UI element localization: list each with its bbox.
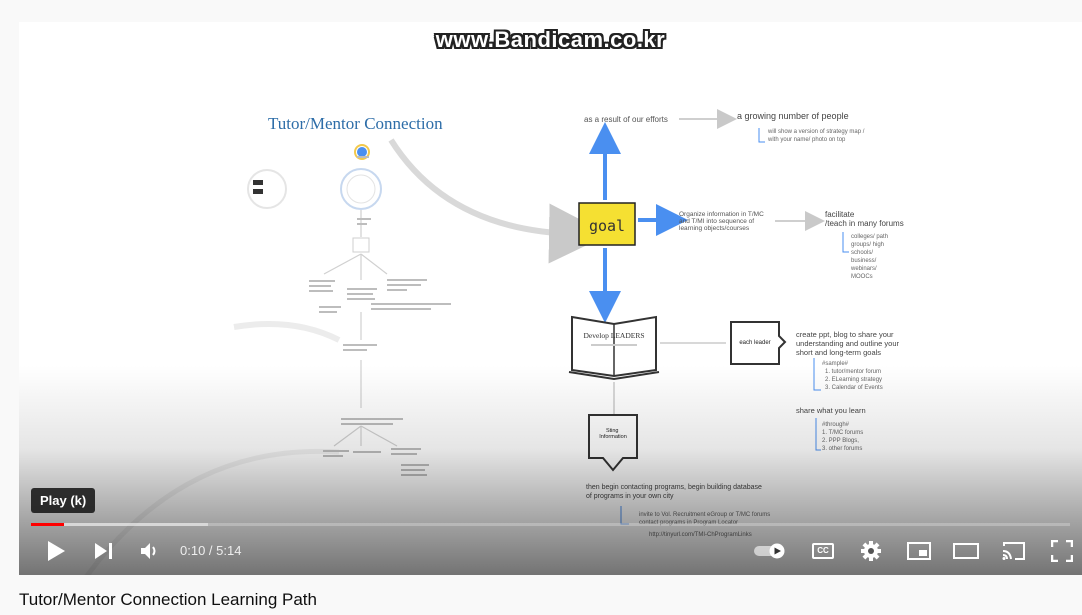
bandicam-watermark: www.Bandicam.co.kr	[435, 27, 666, 52]
fullscreen-icon	[1051, 540, 1073, 562]
top-result: a growing number of people	[737, 111, 849, 121]
miniplayer-button[interactable]	[901, 531, 937, 571]
skip-next-icon	[95, 543, 112, 559]
leader-list: #sample# 1. tutor/mentor forum 2. ELearn…	[822, 361, 884, 391]
progress-played	[31, 523, 65, 526]
top-sub: will show a version of strategy map / wi…	[767, 129, 866, 143]
video-player[interactable]: Tutor/Mentor Connection	[19, 22, 1082, 575]
play-button[interactable]	[39, 531, 73, 571]
play-tooltip: Play (k)	[31, 488, 96, 513]
cast-button[interactable]	[996, 531, 1032, 571]
book-illustration: Develop LEADERS	[568, 315, 660, 381]
fullscreen-button[interactable]	[1044, 531, 1080, 571]
svg-text:each leader: each leader	[739, 340, 770, 346]
gear-icon	[861, 541, 881, 561]
right-sub: colleges/ path groups/ high schools/ bus…	[850, 234, 890, 280]
video-frame: Tutor/Mentor Connection	[30, 109, 904, 575]
progress-loaded	[31, 523, 208, 526]
goal-note: goal	[578, 202, 636, 246]
control-bar: 0:10 / 5:14 CC	[19, 531, 1082, 571]
time-display: 0:10 / 5:14	[180, 531, 241, 571]
share-list: #through# 1. T/MC forums 2. PPP Blogs, 3…	[822, 422, 865, 452]
slide-title: Tutor/Mentor Connection	[268, 114, 443, 133]
right-result: facilitate /teach in many forums	[825, 210, 904, 228]
video-title: Tutor/Mentor Connection Learning Path	[19, 590, 317, 609]
svg-text:Develop LEADERS: Develop LEADERS	[583, 331, 644, 340]
duration: 5:14	[216, 543, 242, 558]
theater-mode-icon	[953, 543, 979, 559]
svg-text:goal: goal	[589, 217, 625, 235]
leader-note: create ppt, blog to share your understan…	[796, 330, 901, 357]
mind-map-left	[247, 144, 451, 476]
theater-mode-button[interactable]	[948, 531, 984, 571]
top-note: as a result of our efforts	[584, 115, 668, 124]
info-flag: Sting Information	[588, 414, 638, 472]
volume-icon	[141, 543, 156, 559]
captions-button[interactable]: CC	[805, 531, 841, 571]
autoplay-toggle-icon	[754, 543, 785, 559]
next-button[interactable]	[87, 531, 121, 571]
autoplay-toggle[interactable]	[751, 531, 791, 571]
time-separator: /	[205, 543, 217, 558]
share-title: share what you learn	[796, 406, 866, 415]
mute-button[interactable]	[133, 531, 167, 571]
settings-button[interactable]	[853, 531, 889, 571]
progress-bar[interactable]	[31, 523, 1070, 526]
cast-icon	[1002, 542, 1025, 560]
leader-box: each leader	[730, 321, 787, 365]
captions-icon: CC	[812, 543, 834, 559]
right-note: Organize information in T/MC and T/MI in…	[679, 211, 766, 232]
current-time: 0:10	[180, 543, 206, 558]
contact-note: then begin contacting programs, begin bu…	[586, 484, 764, 500]
play-icon	[48, 541, 65, 561]
miniplayer-icon	[907, 542, 931, 560]
